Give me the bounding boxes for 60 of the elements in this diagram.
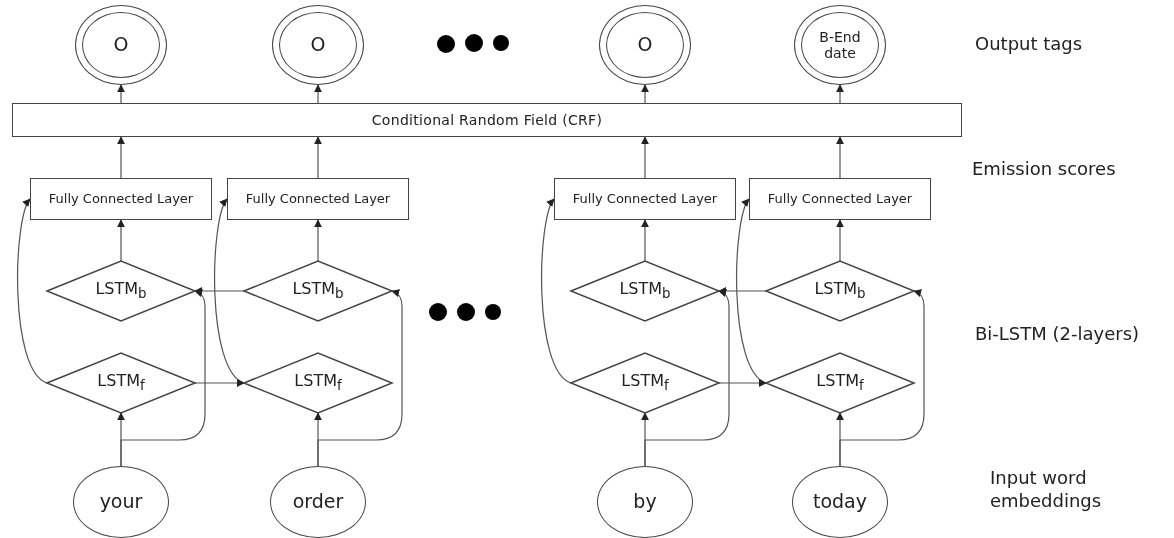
arrow [194,287,245,295]
layer-label: Bi-LSTM (2-layers) [975,322,1141,346]
arrow [644,289,730,467]
node-text: LSTM$_{f}$ [97,372,145,394]
arrow [314,219,322,262]
node-text: Fully Connected Layer [572,190,718,208]
node-text: B-End date [818,28,862,62]
arrow [117,136,125,179]
arrow [641,219,649,262]
arrow [836,219,844,262]
node-text: Fully Connected Layer [245,190,391,208]
arrow [836,84,844,104]
layer-label: Input word embeddings [990,466,1103,513]
arrow [314,136,322,179]
arrow [117,84,125,104]
lstm-diamond [244,353,392,413]
lstm-diamond [47,353,195,413]
layer-label: Output tags [975,32,1084,56]
arrow [117,219,125,262]
arrow [718,287,767,295]
arrow [120,289,206,467]
node-text: LSTM$_{b}$ [619,280,671,302]
node-text: O [637,34,653,56]
node-text: Conditional Random Field (CRF) [371,111,603,129]
lstm-diamond [571,261,719,321]
lstm-diamond [766,261,914,321]
crf-box [12,103,962,137]
layer-box [227,178,409,220]
arrow [718,379,767,387]
node-text: Fully Connected Layer [48,190,194,208]
lstm-diamond [766,353,914,413]
node-text: LSTM$_{f}$ [621,372,669,394]
arrow [194,379,245,387]
arrow [317,289,403,467]
lstm-diamond [47,261,195,321]
node-text: by [633,491,657,513]
node-text: O [113,34,129,56]
arrow [541,198,572,384]
layer-box [30,178,212,220]
node-text: order [292,491,344,513]
arrow [641,136,649,179]
node-text: today [813,491,867,513]
node-text: Fully Connected Layer [767,190,913,208]
node-text: LSTM$_{f}$ [816,372,864,394]
layer-box [554,178,736,220]
node-text: LSTM$_{b}$ [292,280,344,302]
arrow [836,136,844,179]
node-text: LSTM$_{b}$ [95,280,147,302]
lstm-diamond [571,353,719,413]
lstm-diamond [244,261,392,321]
node-text: O [310,34,326,56]
arrow [17,198,48,384]
arrow [641,84,649,104]
node-text: LSTM$_{f}$ [294,372,342,394]
layer-box [749,178,931,220]
arrow [839,289,925,467]
node-text: your [99,491,143,513]
arrow [314,84,322,104]
node-text: LSTM$_{b}$ [814,280,866,302]
layer-label: Emission scores [972,157,1117,181]
